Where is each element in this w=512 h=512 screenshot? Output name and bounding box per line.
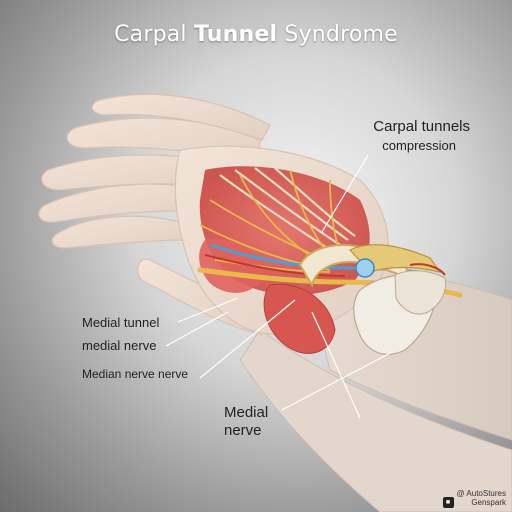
watermark: ■ @ AutoStures Genspark	[442, 489, 506, 508]
finger-little	[51, 215, 186, 249]
label-carpal-tunnels: Carpal tunnels compression	[330, 118, 470, 154]
label-median-nerve-nerve: Median nerve nerve	[82, 367, 189, 381]
callout-median-nerve-nerve	[199, 299, 296, 379]
diagram-title: Carpal Tunnel Syndrome	[0, 22, 512, 47]
genspark-logo-icon: ■	[442, 497, 454, 508]
finger-ring	[38, 183, 211, 223]
watermark-line2: Genspark	[471, 498, 506, 508]
label-medial-nerve: medial nerve	[82, 338, 157, 353]
label-medial-nerve-lower-line2: nerve	[224, 422, 262, 439]
label-medial-nerve-lower: Medial nerve	[224, 404, 268, 440]
hypothenar-muscle	[199, 239, 265, 293]
label-medial-tunnel: Medial tunnel	[82, 315, 160, 330]
carpal-bones	[394, 270, 447, 315]
watermark-line1: @ AutoStures	[456, 489, 506, 499]
blood-vessel-red	[204, 254, 346, 277]
title-word-2: Tunnel	[193, 22, 278, 47]
callout-carpal-tunnels	[321, 154, 369, 233]
ulna-accent	[409, 263, 446, 276]
callout-lines	[165, 154, 393, 419]
thenar-muscle	[263, 283, 336, 354]
callout-medial-tunnel	[177, 297, 239, 323]
title-word-3: Syndrome	[284, 22, 398, 47]
label-compression: compression	[382, 138, 456, 153]
forearm-lower	[239, 329, 512, 512]
tunnel-nerve-cross-section	[355, 258, 375, 278]
title-word-1: Carpal	[114, 22, 187, 47]
label-carpal-tunnels-line1: Carpal tunnels	[373, 118, 470, 135]
callout-medial-nerve	[165, 311, 229, 347]
callout-medial-nerve-lower-2	[311, 311, 361, 419]
callout-medial-nerve-lower	[281, 351, 393, 411]
finger-top	[91, 93, 271, 141]
label-medial-nerve-lower-line1: Medial	[224, 404, 269, 421]
